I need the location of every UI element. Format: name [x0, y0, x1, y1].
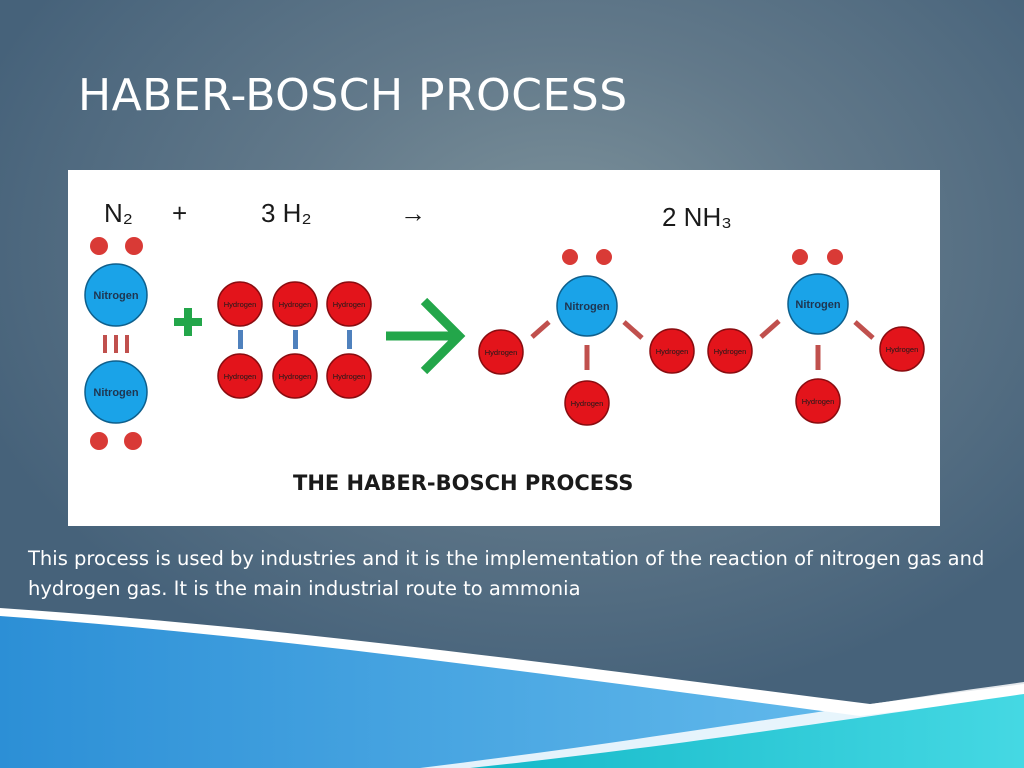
hydrogen-atom: [879, 326, 925, 372]
hydrogen-atom-label: Hydrogen: [571, 399, 604, 408]
electron-dot: [792, 249, 808, 265]
reaction-diagram: N₂ + 3 H₂ → 2 NH₃ Nitrogen Nitrogen: [68, 170, 940, 526]
electron-dot: [562, 249, 578, 265]
reaction-arrow-head: [420, 297, 466, 375]
nh-bond-line: [759, 319, 781, 339]
equation-h2: 3 H₂: [261, 198, 312, 228]
hydrogen-atom: [326, 353, 372, 399]
hydrogen-atom-label: Hydrogen: [333, 372, 366, 381]
electron-dot: [596, 249, 612, 265]
h2-molecules: Hydrogen Hydrogen Hydrogen Hydrogen Hydr…: [217, 281, 372, 399]
equation-nh3: 2 NH₃: [662, 202, 732, 232]
plus-sign-icon: [174, 308, 202, 336]
electron-dot: [90, 237, 108, 255]
triple-bond-line: [103, 335, 107, 353]
hydrogen-atom: [272, 353, 318, 399]
hydrogen-atom-label: Hydrogen: [485, 348, 518, 357]
h2-bond-line: [293, 330, 298, 349]
equation-n2: N₂: [104, 198, 133, 228]
h2-bond-line: [347, 330, 352, 349]
triple-bond-line: [114, 335, 118, 353]
nitrogen-atom: [84, 263, 148, 327]
hydrogen-atom: [326, 281, 372, 327]
nh3-molecule: Nitrogen Hydrogen Hydrogen Hydrogen: [478, 249, 695, 426]
hydrogen-atom-label: Hydrogen: [279, 372, 312, 381]
electron-dot: [125, 237, 143, 255]
triple-bond-line: [125, 335, 129, 353]
hydrogen-atom: [707, 328, 753, 374]
nh-bond-line: [853, 320, 875, 340]
diagram-caption: THE HABER-BOSCH PROCESS: [293, 471, 633, 495]
hydrogen-atom-label: Hydrogen: [279, 300, 312, 309]
nitrogen-atom-label: Nitrogen: [564, 301, 610, 313]
hydrogen-atom: [217, 353, 263, 399]
electron-dot: [90, 432, 108, 450]
hydrogen-atom: [478, 329, 524, 375]
nitrogen-atom: [556, 275, 618, 337]
nitrogen-atom: [787, 273, 849, 335]
nh-bond-line: [530, 320, 551, 339]
electron-dot: [827, 249, 843, 265]
nitrogen-atom-label: Nitrogen: [795, 299, 841, 311]
n2-molecule: Nitrogen Nitrogen: [84, 237, 148, 450]
nh3-molecule: Nitrogen Hydrogen Hydrogen Hydrogen: [707, 249, 925, 424]
hydrogen-atom-label: Hydrogen: [802, 397, 835, 406]
hydrogen-atom: [564, 380, 610, 426]
hydrogen-atom-label: Hydrogen: [656, 347, 689, 356]
equation-arrow: →: [400, 198, 426, 228]
hydrogen-atom-label: Hydrogen: [886, 345, 919, 354]
slide-title: HABER-BOSCH PROCESS: [78, 70, 628, 121]
hydrogen-atom: [649, 328, 695, 374]
equation-plus: +: [172, 198, 187, 228]
electron-dot: [124, 432, 142, 450]
hydrogen-atom: [795, 378, 841, 424]
hydrogen-atom-label: Hydrogen: [224, 300, 257, 309]
hydrogen-atom-label: Hydrogen: [333, 300, 366, 309]
diagram-canvas: N₂ + 3 H₂ → 2 NH₃ Nitrogen Nitrogen: [84, 198, 925, 495]
h2-bond-line: [238, 330, 243, 349]
nitrogen-atom-label: Nitrogen: [93, 387, 139, 399]
nh-bond-line: [622, 320, 644, 340]
hydrogen-atom-label: Hydrogen: [224, 372, 257, 381]
hydrogen-atom: [272, 281, 318, 327]
hydrogen-atom: [217, 281, 263, 327]
hydrogen-atom-label: Hydrogen: [714, 347, 747, 356]
body-text: This process is used by industries and i…: [28, 547, 985, 600]
nitrogen-atom: [84, 360, 148, 424]
footer-wave-decoration: [0, 608, 1024, 768]
nitrogen-atom-label: Nitrogen: [93, 290, 139, 302]
